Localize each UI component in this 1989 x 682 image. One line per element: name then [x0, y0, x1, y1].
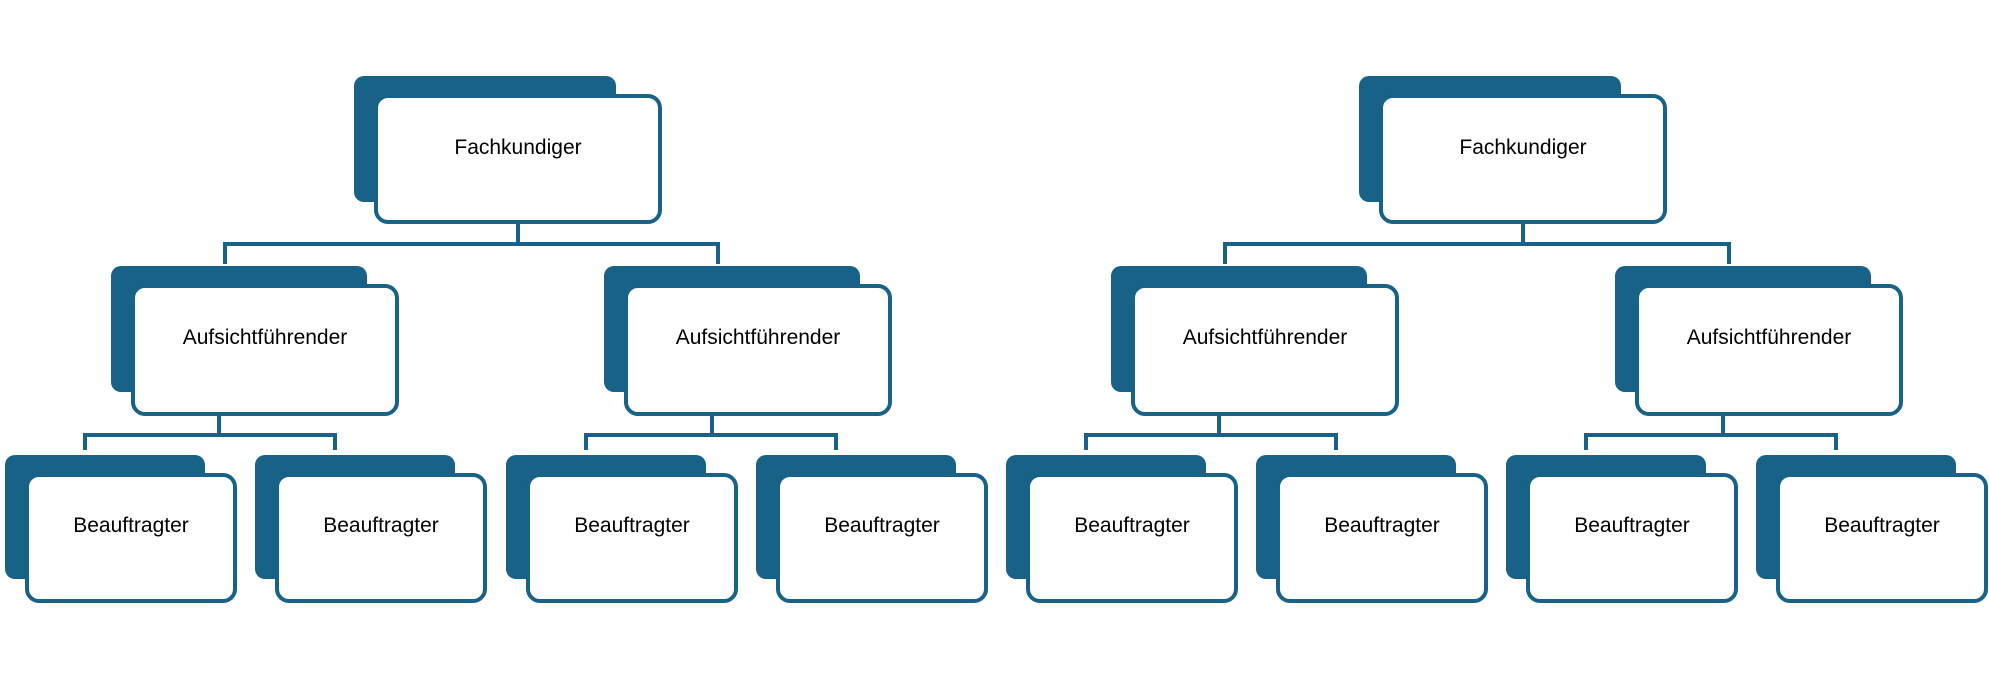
- tree-0-mid-0-leaf-1-node: Beauftragter: [255, 455, 487, 603]
- tree-0-mid-1-branch: [584, 433, 838, 450]
- tree-1-root-node-label: Fachkundiger: [1459, 136, 1587, 159]
- tree-0-mid-1-leaf-1-node-frame: [776, 473, 988, 603]
- tree-0-root-node-frame: [374, 94, 662, 224]
- tree-1-mid-0-node-label: Aufsichtführender: [1182, 326, 1348, 349]
- tree-1-mid-1-leaf-0-node: Beauftragter: [1506, 455, 1738, 603]
- tree-1-mid-1-node-label: Aufsichtführender: [1686, 326, 1852, 349]
- tree-0-mid-0-leaf-1-node-frame: [275, 473, 487, 603]
- tree-1-mid-1-node-frame: [1635, 284, 1903, 416]
- tree-1-mid-1-leaf-1-node-label: Beauftragter: [1824, 514, 1940, 537]
- tree-0-mid-0-node-frame: [131, 284, 399, 416]
- tree-1-root-node-frame: [1379, 94, 1667, 224]
- tree-0-mid-0-leaf-0-node-label: Beauftragter: [73, 514, 189, 537]
- tree-0-mid-0-leaf-1-node-label: Beauftragter: [323, 514, 439, 537]
- tree-1-mid-0-branch: [1084, 433, 1338, 450]
- tree-0-root-branch: [223, 242, 720, 264]
- tree-1-mid-1-leaf-0-node-label: Beauftragter: [1574, 514, 1690, 537]
- tree-0-mid-0-node-label: Aufsichtführender: [182, 326, 348, 349]
- tree-0-mid-1-leaf-1-node: Beauftragter: [756, 455, 988, 603]
- tree-1-mid-0-leaf-0-node-frame: [1026, 473, 1238, 603]
- tree-0-mid-1-node-frame: [624, 284, 892, 416]
- tree-1-root-branch: [1223, 242, 1731, 264]
- tree-1-mid-0-node: Aufsichtführender: [1111, 266, 1399, 416]
- tree-0-mid-1-leaf-0-node-label: Beauftragter: [574, 514, 690, 537]
- tree-0-mid-0-node: Aufsichtführender: [111, 266, 399, 416]
- tree-1-mid-1-leaf-1-node-frame: [1776, 473, 1988, 603]
- tree-1-mid-1-branch: [1584, 433, 1838, 450]
- tree-1-root-node: Fachkundiger: [1359, 76, 1667, 224]
- tree-1-mid-0-leaf-0-node: Beauftragter: [1006, 455, 1238, 603]
- tree-1-mid-0-leaf-1-node: Beauftragter: [1256, 455, 1488, 603]
- tree-0-mid-1-leaf-0-node: Beauftragter: [506, 455, 738, 603]
- tree-1-mid-0-leaf-1-node-label: Beauftragter: [1324, 514, 1440, 537]
- tree-0-mid-0-branch: [83, 433, 337, 450]
- tree-0-mid-1-node-label: Aufsichtführender: [675, 326, 841, 349]
- tree-0-root-node: Fachkundiger: [354, 76, 662, 224]
- tree-0-root-node-label: Fachkundiger: [454, 136, 582, 159]
- tree-1-mid-0-node-frame: [1131, 284, 1399, 416]
- tree-1-mid-1-leaf-1-node: Beauftragter: [1756, 455, 1988, 603]
- tree-0-mid-1-leaf-1-node-label: Beauftragter: [824, 514, 940, 537]
- tree-1-mid-0-leaf-0-node-label: Beauftragter: [1074, 514, 1190, 537]
- tree-1-mid-0-leaf-1-node-frame: [1276, 473, 1488, 603]
- tree-0-mid-0-leaf-0-node-frame: [25, 473, 237, 603]
- tree-1-mid-1-leaf-0-node-frame: [1526, 473, 1738, 603]
- tree-0-mid-0-leaf-0-node: Beauftragter: [5, 455, 237, 603]
- tree-1-mid-1-node: Aufsichtführender: [1615, 266, 1903, 416]
- tree-0-mid-1-node: Aufsichtführender: [604, 266, 892, 416]
- tree-0-mid-1-leaf-0-node-frame: [526, 473, 738, 603]
